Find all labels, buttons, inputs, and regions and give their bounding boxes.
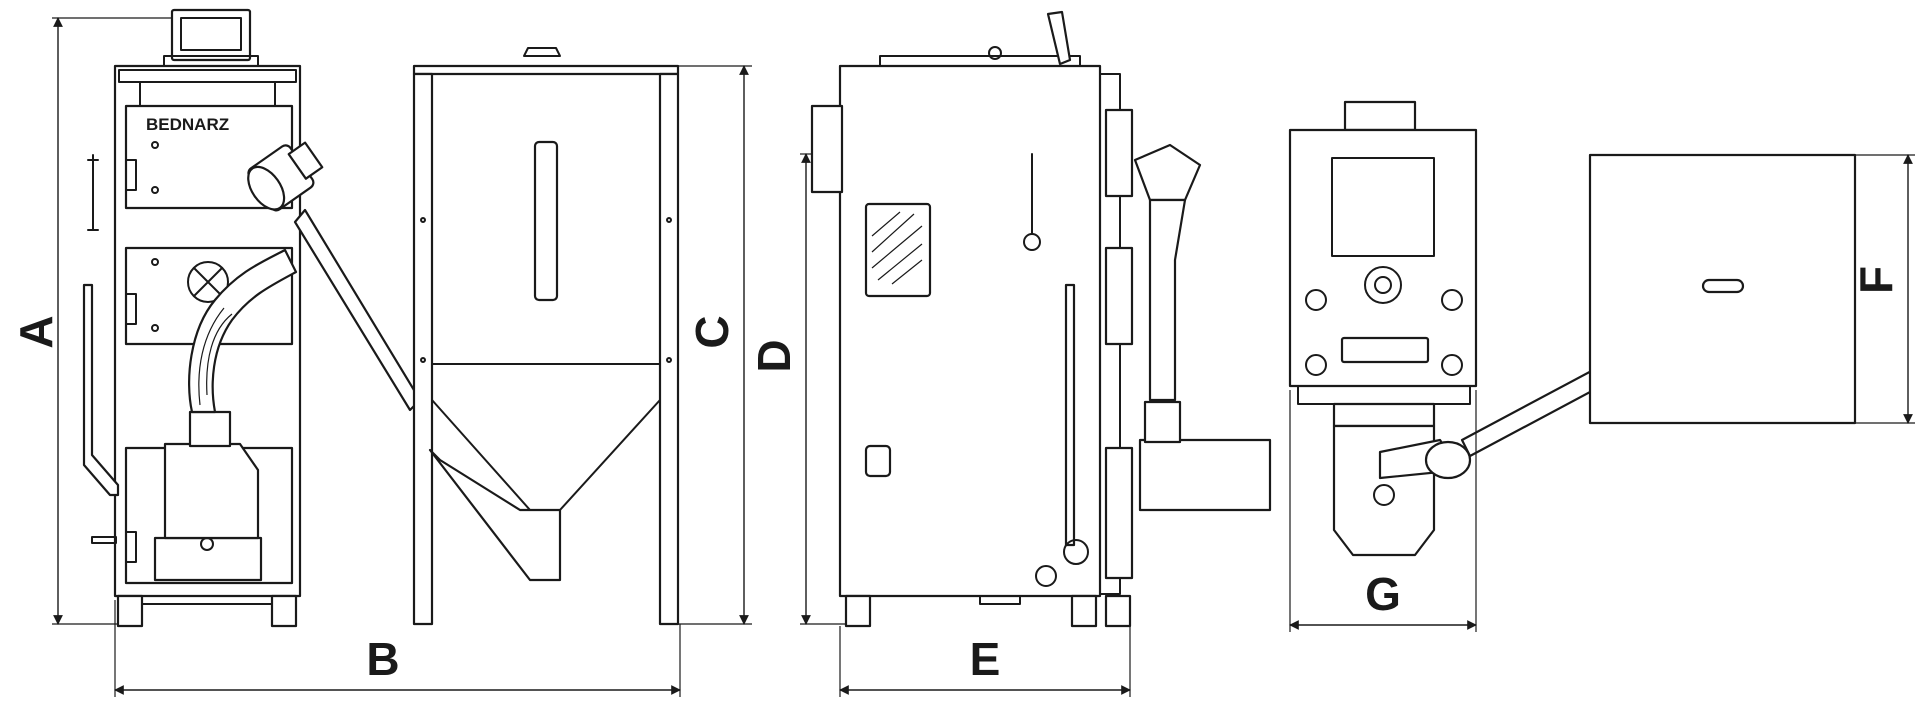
leg — [270, 594, 298, 628]
side-panel — [838, 64, 1102, 598]
dimension-label-e: E — [970, 633, 1001, 685]
side-feed-tube — [1148, 198, 1187, 402]
hopper-front-view — [412, 47, 680, 626]
auger-tube — [293, 208, 422, 412]
control-panel — [170, 8, 252, 62]
feeder-motor — [247, 141, 324, 212]
dimension-label-b: B — [366, 633, 399, 685]
dimension-label-d: D — [748, 339, 800, 372]
leg — [116, 594, 144, 628]
dimension-label-a: A — [10, 315, 62, 348]
top-view — [1288, 100, 1857, 557]
side-handle — [82, 283, 120, 497]
level-window — [533, 140, 559, 302]
hopper-handle — [523, 47, 561, 57]
side-pipe — [1064, 283, 1076, 547]
side-badge — [864, 444, 892, 478]
side-motor — [1133, 143, 1202, 202]
flue-outlet — [810, 104, 844, 194]
top-lever — [1046, 10, 1072, 66]
feed-pipe — [188, 248, 298, 414]
vent-grille — [864, 202, 932, 298]
dimension-label-f: F — [1850, 266, 1902, 294]
lever-icon — [87, 154, 99, 231]
top-motor — [1424, 440, 1472, 480]
brand-logo: BEDNARZ — [146, 115, 229, 134]
dimension-label-c: C — [686, 315, 738, 348]
dimension-label-g: G — [1365, 568, 1401, 620]
side-view — [810, 10, 1272, 628]
dimension-labels: A B C D E F G — [10, 266, 1902, 685]
pellet-burner — [163, 442, 260, 540]
dimension-lines — [52, 17, 1915, 697]
hopper-lid — [412, 64, 680, 76]
side-burner — [1138, 438, 1272, 512]
hopper-chute — [428, 448, 562, 582]
inspection-window-icon — [187, 261, 229, 303]
front-view: BEDNARZ — [82, 8, 422, 628]
